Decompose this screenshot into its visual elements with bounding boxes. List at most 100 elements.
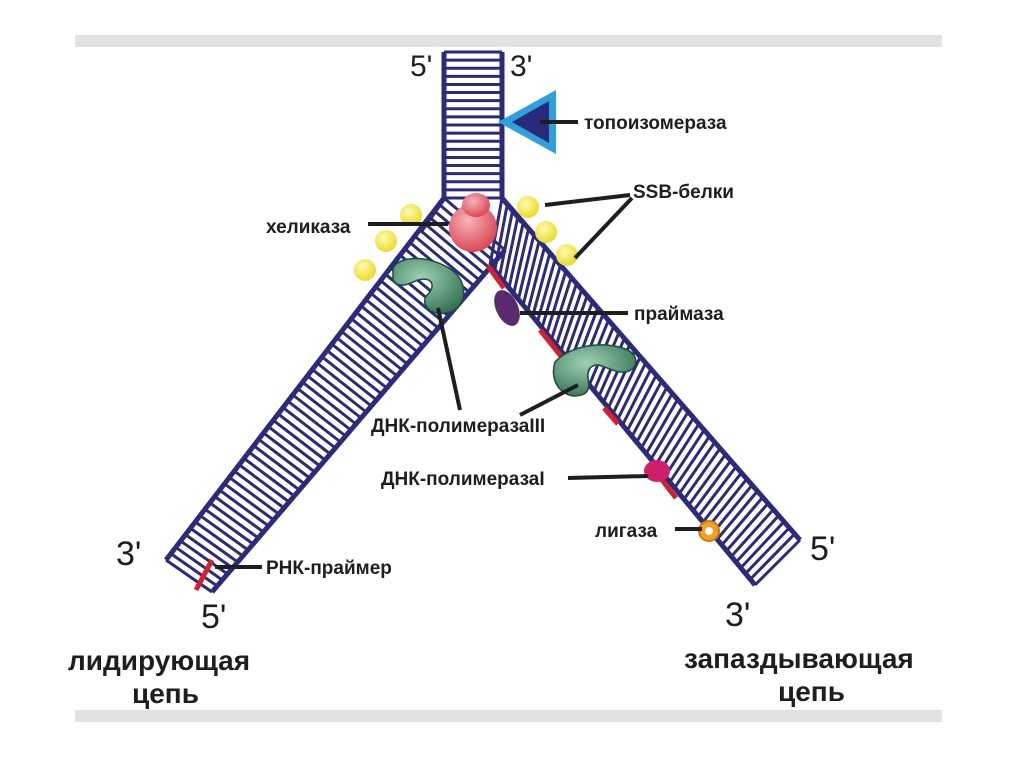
leading-arm-rung	[174, 546, 224, 582]
leading-arm-rung	[340, 330, 398, 378]
leading-arm-rung	[252, 444, 306, 486]
end-right-outer: 5'	[810, 530, 835, 568]
leading-arm-rung	[296, 387, 352, 432]
lagging-arm-rung	[711, 484, 754, 535]
lagging-arm-rung	[720, 496, 764, 546]
lagging-arm-rung	[692, 459, 733, 512]
leading-arm-rung	[272, 419, 327, 462]
rna-primer-lagging-1	[485, 264, 507, 290]
leading-arm-rung	[223, 482, 275, 522]
lagging-arm-rung	[749, 532, 796, 581]
lagging-arm-rung	[516, 234, 536, 300]
lagging-arm-rung	[701, 471, 743, 524]
label-topoisomerase: топоизомераза	[584, 113, 727, 134]
label-ligase: лигаза	[595, 521, 658, 542]
leading-arm-rung	[360, 304, 419, 354]
helicase-icon	[449, 193, 497, 252]
label-dna-polymerase-1: ДНК-полимеразаI	[381, 469, 545, 490]
lagging-arm-rung	[663, 423, 701, 478]
leading-arm-rung	[262, 431, 316, 474]
lagging-arm-rung	[630, 380, 663, 438]
lagging-arm-rung	[668, 429, 706, 483]
lagging-arm-rung	[734, 514, 780, 564]
lagging-arm-rung	[697, 465, 738, 518]
leading-arm-rung	[213, 495, 265, 534]
leading-arm-rung	[413, 234, 476, 288]
label-ssb-proteins: SSB-белки	[633, 182, 734, 203]
end-right-inner: 3'	[725, 596, 750, 634]
lagging-arm-rung	[493, 203, 509, 271]
lagging-arm-rung	[687, 453, 727, 506]
lagging-arm-rung	[644, 398, 679, 455]
leading-arm-rung	[257, 438, 311, 480]
lagging-arm-rung	[649, 404, 685, 461]
lagging-arm-rung	[678, 441, 717, 495]
leading-strand-title-line2: цепь	[132, 678, 199, 709]
lagging-arm-rung	[497, 209, 515, 277]
label-rna-primer: РНК-праймер	[266, 558, 392, 579]
lagging-arm-rung	[725, 502, 770, 552]
lagging-arm-rung	[640, 392, 674, 449]
label-helicase: хеликаза	[266, 217, 351, 238]
lagging-arm-rung	[682, 447, 722, 501]
lagging-arm-rung	[635, 386, 669, 443]
leading-arm-rung	[330, 342, 388, 390]
leading-arm-rung	[209, 501, 260, 540]
rna-primer-leading	[193, 558, 215, 592]
primase-icon	[494, 290, 520, 326]
leading-arm-rung	[228, 476, 280, 516]
end-left-inner: 5'	[201, 598, 226, 636]
end-top-left: 5'	[410, 50, 432, 83]
lagging-arm-rung	[545, 270, 568, 335]
end-top-right: 3'	[510, 50, 532, 83]
leading-arm-rung	[282, 406, 337, 450]
leading-arm-rung	[277, 412, 332, 456]
lagging-arm-rung	[540, 264, 562, 329]
leading-arm-rung	[301, 380, 357, 426]
leading-arm-rung	[170, 552, 218, 588]
ligase-icon-center	[705, 527, 713, 535]
lagging-arm-rung	[753, 538, 802, 587]
leading-arm-rung	[311, 368, 368, 414]
leading-arm-rung	[184, 533, 234, 570]
lagging-arm-rung	[507, 222, 525, 289]
dna-polymerase-3-leading-icon	[392, 257, 465, 315]
lagging-arm-rung	[739, 520, 786, 569]
lagging-arm-rung	[706, 477, 748, 529]
leading-arm-rung	[189, 527, 239, 564]
lagging-arm-rung	[659, 417, 695, 472]
leading-arm-rung	[345, 323, 404, 372]
leading-arm-rung	[243, 457, 296, 498]
label-dna-polymerase-3: ДНК-полимеразаIII	[371, 416, 545, 437]
top-border-bar	[75, 35, 942, 47]
lagging-arm-rung	[654, 410, 690, 466]
leading-arm-rung	[218, 488, 270, 528]
lagging-arm-rung	[521, 240, 541, 306]
lagging-arm-rung	[512, 228, 531, 294]
lagging-arm-rung	[616, 362, 648, 420]
lagging-arm-rung	[625, 374, 658, 432]
leading-arm-rung	[379, 279, 440, 330]
lagging-arm-rung	[564, 295, 589, 357]
leading-arm-rung	[326, 349, 383, 396]
leading-arm-rung	[321, 355, 378, 402]
lagging-strand-title-line1: запаздывающая	[684, 643, 914, 674]
lagging-arm-rung	[531, 252, 552, 317]
lagging-arm-rung	[621, 368, 653, 426]
leading-arm-rung	[306, 374, 362, 420]
lagging-arm-rail	[500, 196, 802, 542]
ssb-proteins-icon	[354, 196, 578, 281]
leading-arm-rung	[165, 558, 213, 594]
leading-arm-rung	[248, 450, 301, 492]
lagging-arm-rung	[502, 216, 520, 283]
leading-arm-rail	[417, 196, 447, 234]
lagging-arm-rung	[526, 246, 547, 312]
leading-arm-rung	[199, 514, 249, 552]
leading-arm-rung	[369, 292, 429, 342]
lagging-arm-rung	[744, 526, 791, 575]
leading-arm-rung	[365, 298, 424, 348]
leading-arm-rung	[350, 317, 409, 366]
pointer-lines	[215, 120, 702, 569]
leading-arm-rung	[316, 361, 373, 408]
lagging-arm-rung	[559, 289, 584, 352]
